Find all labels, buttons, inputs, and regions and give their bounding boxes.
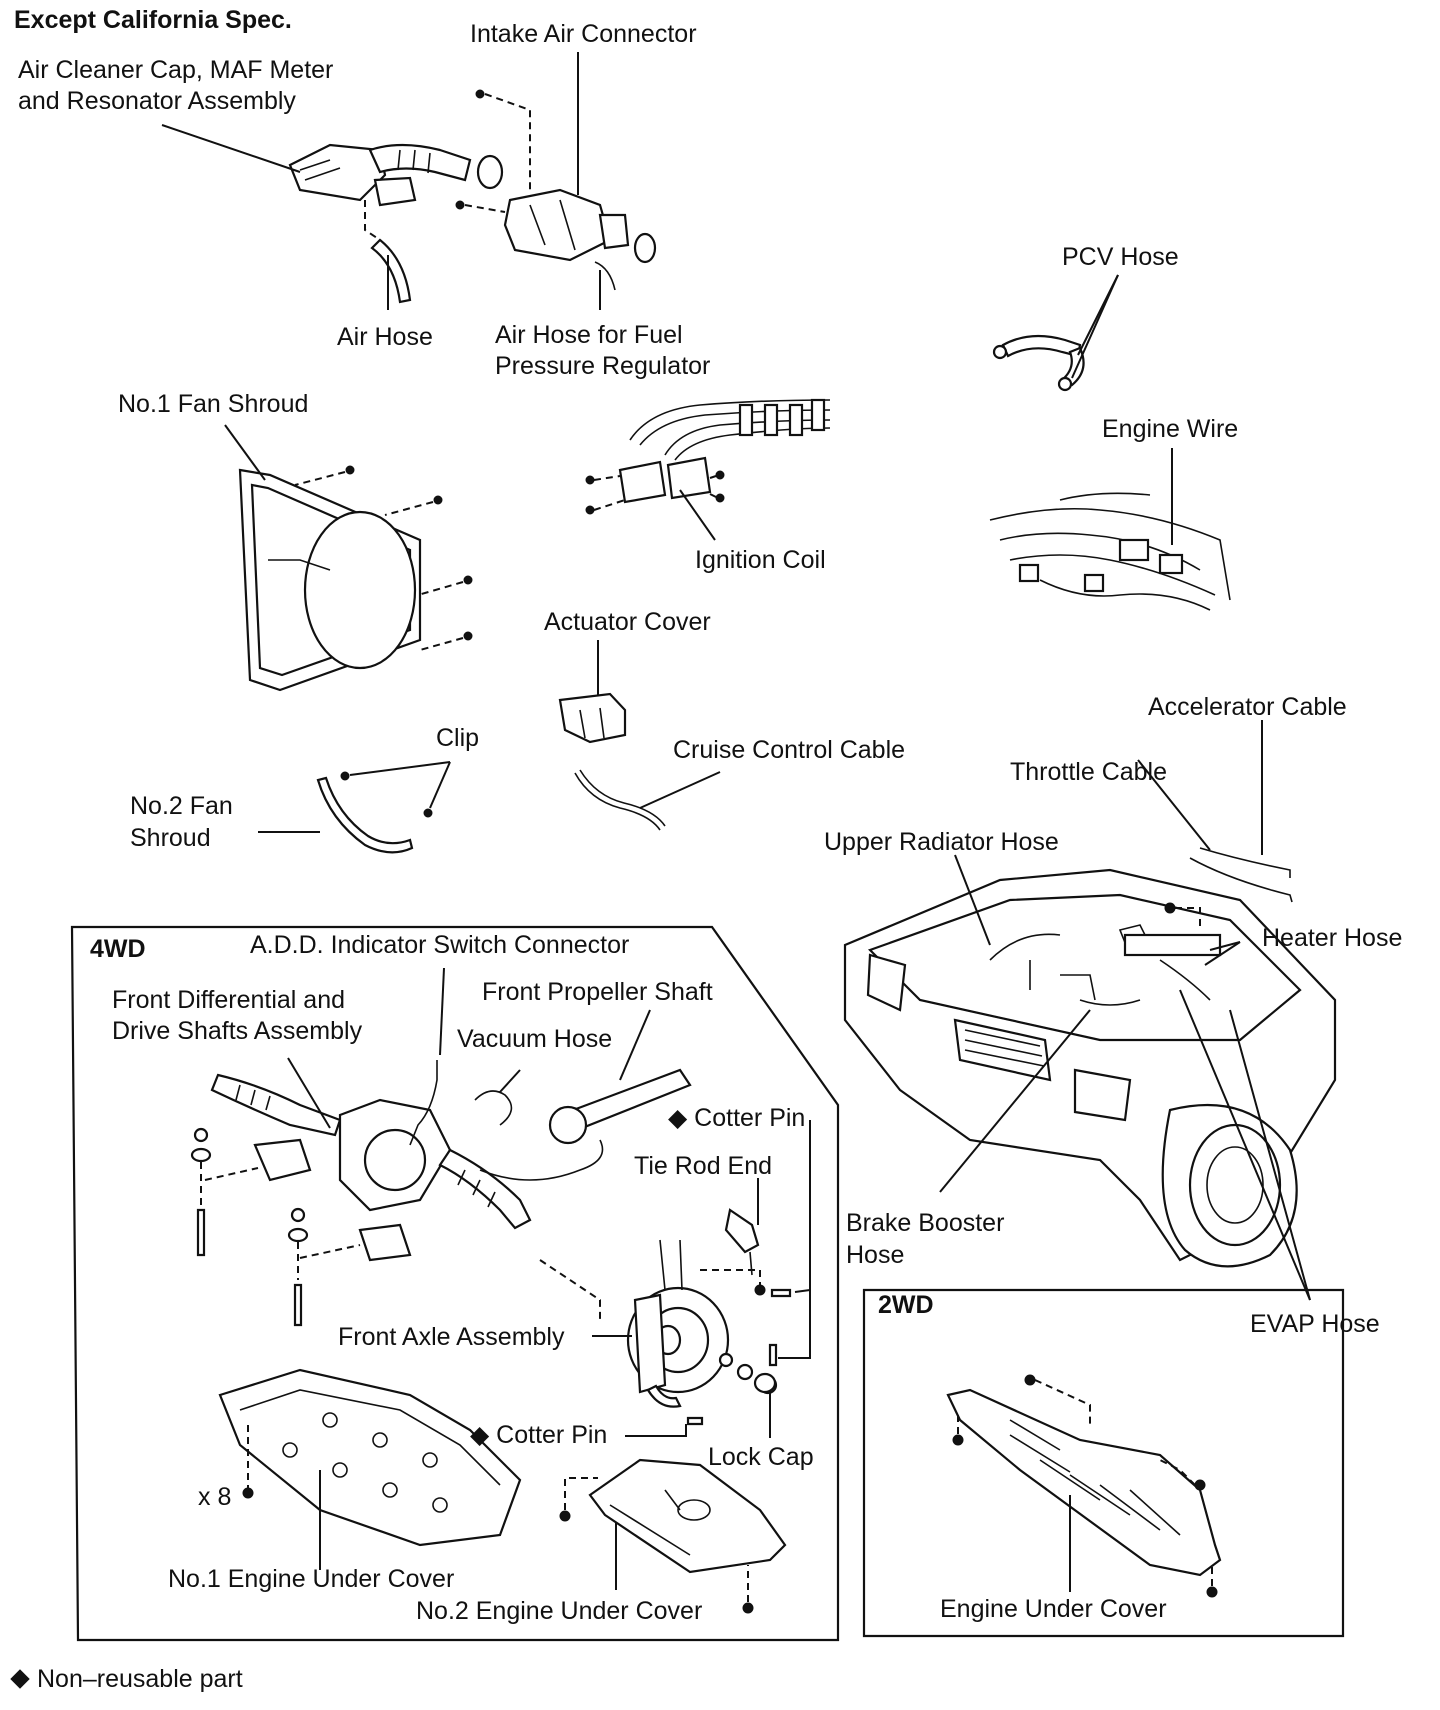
no2-fan-shroud-part	[258, 761, 451, 854]
label-cotter-pin-1: ◆ Cotter Pin	[668, 1104, 806, 1132]
label-cotter-pin-2: ◆ Cotter Pin	[470, 1421, 608, 1449]
box-4wd-frame	[70, 925, 840, 1642]
no1-fan-shroud-part	[224, 424, 473, 692]
vacuum-hose-part	[474, 1069, 604, 1181]
label-front-diff-line1: Front Differential and	[112, 986, 345, 1014]
engine-wire-part	[989, 448, 1231, 611]
label-accelerator-cable: Accelerator Cable	[1148, 693, 1347, 721]
cruise-control-cable-part	[574, 769, 721, 831]
box-2wd-frame	[862, 1288, 1345, 1638]
label-no2-fan-shroud-line1: No.2 Fan	[130, 792, 233, 820]
box-4wd-title: 4WD	[90, 935, 146, 963]
label-air-cleaner-line2: and Resonator Assembly	[18, 87, 296, 115]
front-axle-assembly-part	[539, 1239, 778, 1395]
label-intake-air-connector: Intake Air Connector	[470, 20, 697, 48]
diff-mounting-bolts	[190, 1127, 361, 1327]
air-hose-part	[370, 238, 412, 304]
legend-diamond-icon	[10, 1669, 30, 1689]
label-engine-wire: Engine Wire	[1102, 415, 1239, 443]
label-no2-fan-shroud-line2: Shroud	[130, 824, 211, 852]
label-engine-under-cover-2wd: Engine Under Cover	[940, 1595, 1167, 1623]
label-evap-hose: EVAP Hose	[1250, 1310, 1380, 1338]
label-tie-rod-end: Tie Rod End	[634, 1152, 773, 1180]
label-throttle-cable: Throttle Cable	[1010, 758, 1168, 786]
no2-engine-under-cover-part	[559, 1458, 787, 1614]
no1-engine-under-cover-part	[218, 1368, 522, 1570]
legend-text: Non–reusable part	[37, 1665, 243, 1693]
label-add-switch-connector: A.D.D. Indicator Switch Connector	[250, 931, 630, 959]
page-title: Except California Spec.	[14, 6, 292, 34]
intake-fasteners	[364, 89, 531, 241]
tie-rod-end-part	[700, 1178, 766, 1296]
pcv-hose-part	[992, 274, 1119, 392]
air-cleaner-cap-assembly	[288, 143, 417, 207]
lock-cap-part	[646, 1372, 777, 1438]
label-heater-hose: Heater Hose	[1262, 924, 1403, 952]
label-front-axle-assembly: Front Axle Assembly	[338, 1323, 565, 1351]
label-clip: Clip	[436, 724, 480, 752]
label-vacuum-hose: Vacuum Hose	[457, 1025, 613, 1053]
label-cruise-control-cable: Cruise Control Cable	[673, 736, 906, 764]
accelerator-cable-part	[1137, 720, 1293, 903]
engine-under-cover-2wd-part	[946, 1374, 1222, 1598]
actuator-cover-part	[558, 640, 627, 744]
label-ignition-coil: Ignition Coil	[695, 546, 826, 574]
label-front-diff-line2: Drive Shafts Assembly	[112, 1017, 363, 1045]
label-lock-cap: Lock Cap	[708, 1443, 814, 1471]
label-air-hose-fpr-line1: Air Hose for Fuel	[495, 321, 683, 349]
front-differential-part	[210, 1057, 532, 1262]
intake-air-connector-part	[503, 188, 630, 262]
cotter-pin-parts	[625, 1120, 811, 1437]
fpr-air-hose-part	[594, 261, 616, 291]
vehicle-front-view	[843, 854, 1337, 1301]
leader-lines-intake	[161, 52, 601, 310]
add-switch-connector-part	[409, 967, 445, 1146]
label-brake-booster-line2: Hose	[846, 1241, 905, 1269]
intake-bellows-hose	[368, 143, 472, 182]
label-air-hose-fpr-line2: Pressure Regulator	[495, 352, 711, 380]
label-no1-fan-shroud: No.1 Fan Shroud	[118, 390, 309, 418]
label-front-propeller-shaft: Front Propeller Shaft	[482, 978, 713, 1006]
label-air-hose: Air Hose	[337, 323, 433, 351]
ignition-coil-part	[585, 398, 831, 541]
label-no1-engine-under-cover: No.1 Engine Under Cover	[168, 1565, 455, 1593]
label-actuator-cover: Actuator Cover	[544, 608, 711, 636]
label-air-cleaner-line1: Air Cleaner Cap, MAF Meter	[18, 56, 334, 84]
label-no2-engine-under-cover: No.2 Engine Under Cover	[416, 1597, 703, 1625]
label-upper-radiator-hose: Upper Radiator Hose	[824, 828, 1059, 856]
label-pcv-hose: PCV Hose	[1062, 243, 1179, 271]
front-propeller-shaft-part	[548, 1009, 692, 1145]
box-2wd-title: 2WD	[878, 1291, 934, 1319]
label-brake-booster-line1: Brake Booster	[846, 1209, 1005, 1237]
label-x8: x 8	[198, 1483, 232, 1511]
